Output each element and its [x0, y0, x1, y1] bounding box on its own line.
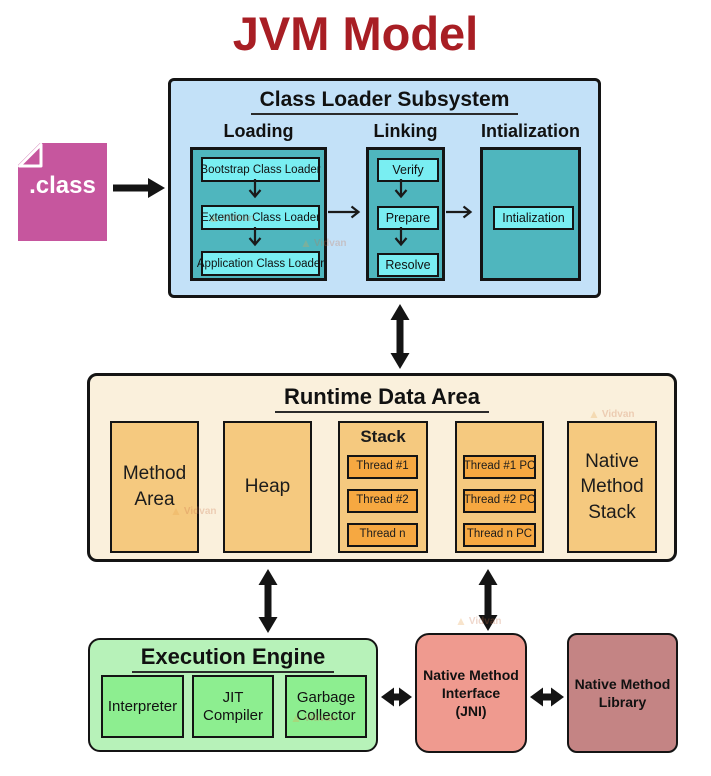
jit-compiler-box: JIT Compiler: [192, 675, 274, 738]
initialization-header: Intialization: [481, 121, 580, 141]
resolve-box: Resolve: [377, 253, 439, 277]
prepare-box: Prepare: [377, 206, 439, 230]
stack-thread-2-box: Thread #2: [347, 489, 418, 513]
initialization-inner-box: Intialization: [493, 206, 574, 230]
watermark-text: Vidvan: [468, 615, 502, 627]
class-loader-subsystem-panel: Class Loader Subsystem Loading Linking I…: [168, 78, 601, 298]
native-method-library-box: Native Method Library: [567, 633, 678, 753]
runtime-data-area-panel: Runtime Data Area Method Area Heap Stack…: [87, 373, 677, 562]
loading-box: Bootstrap Class Loader Extention Class L…: [190, 147, 327, 281]
page-title: JVM Model: [232, 7, 479, 60]
arrow-jni-library: [530, 687, 564, 707]
stack-thread-1-box: Thread #1: [347, 455, 418, 479]
watermark: ▲ Vidvan: [455, 615, 502, 627]
class-loader-subsystem-title: Class Loader Subsystem: [250, 88, 519, 115]
linking-box: Verify Prepare Resolve: [366, 147, 445, 281]
jni-label-line3: (JNI): [455, 703, 487, 720]
watermark-logo-icon: ▲: [455, 614, 467, 628]
bootstrap-class-loader-box: Bootstrap Class Loader: [200, 157, 321, 182]
native-method-interface-box: Native Method Interface (JNI): [415, 633, 527, 753]
runtime-data-area-title: Runtime Data Area: [274, 384, 489, 413]
class-file-label: .class: [29, 172, 96, 199]
native-method-stack-box: Native Method Stack: [567, 421, 657, 553]
arrow-runtime-jni: [478, 569, 498, 631]
stack-box: Stack Thread #1 Thread #2 Thread n: [338, 421, 428, 553]
heap-box: Heap: [223, 421, 312, 553]
application-class-loader-box: Application Class Loader: [197, 251, 324, 276]
stack-header: Stack: [360, 427, 406, 446]
library-label-line2: Library: [598, 694, 647, 710]
stack-thread-n-box: Thread n: [347, 523, 418, 547]
method-area-box: Method Area: [110, 421, 199, 553]
pc-thread-n-box: Thread n PC: [463, 523, 536, 547]
initialization-box: Intialization: [480, 147, 581, 281]
arrow-class-to-loader: [113, 178, 165, 198]
library-label-line1: Native Method: [574, 675, 671, 692]
class-file-icon: [18, 143, 107, 241]
pc-thread-2-box: Thread #2 PC: [463, 489, 536, 513]
execution-engine-title: Execution Engine: [131, 644, 335, 673]
linking-header: Linking: [373, 121, 438, 141]
pc-thread-1-box: Thread #1 PC: [463, 455, 536, 479]
extension-class-loader-box: Extention Class Loader: [201, 205, 320, 230]
arrow-engine-jni: [381, 687, 412, 707]
execution-engine-panel: Execution Engine Interpreter JIT Compile…: [88, 638, 378, 752]
pc-registers-box: Thread #1 PC Thread #2 PC Thread n PC: [455, 421, 544, 553]
garbage-collector-box: Garbage Collector: [285, 675, 367, 738]
loading-header: Loading: [223, 121, 294, 141]
jni-label-line1: Native Method: [423, 666, 519, 683]
arrow-runtime-engine: [258, 569, 278, 633]
jni-label-line2: Interface: [441, 684, 501, 701]
verify-box: Verify: [377, 158, 439, 182]
arrow-loader-runtime: [390, 304, 410, 369]
interpreter-box: Interpreter: [101, 675, 184, 738]
